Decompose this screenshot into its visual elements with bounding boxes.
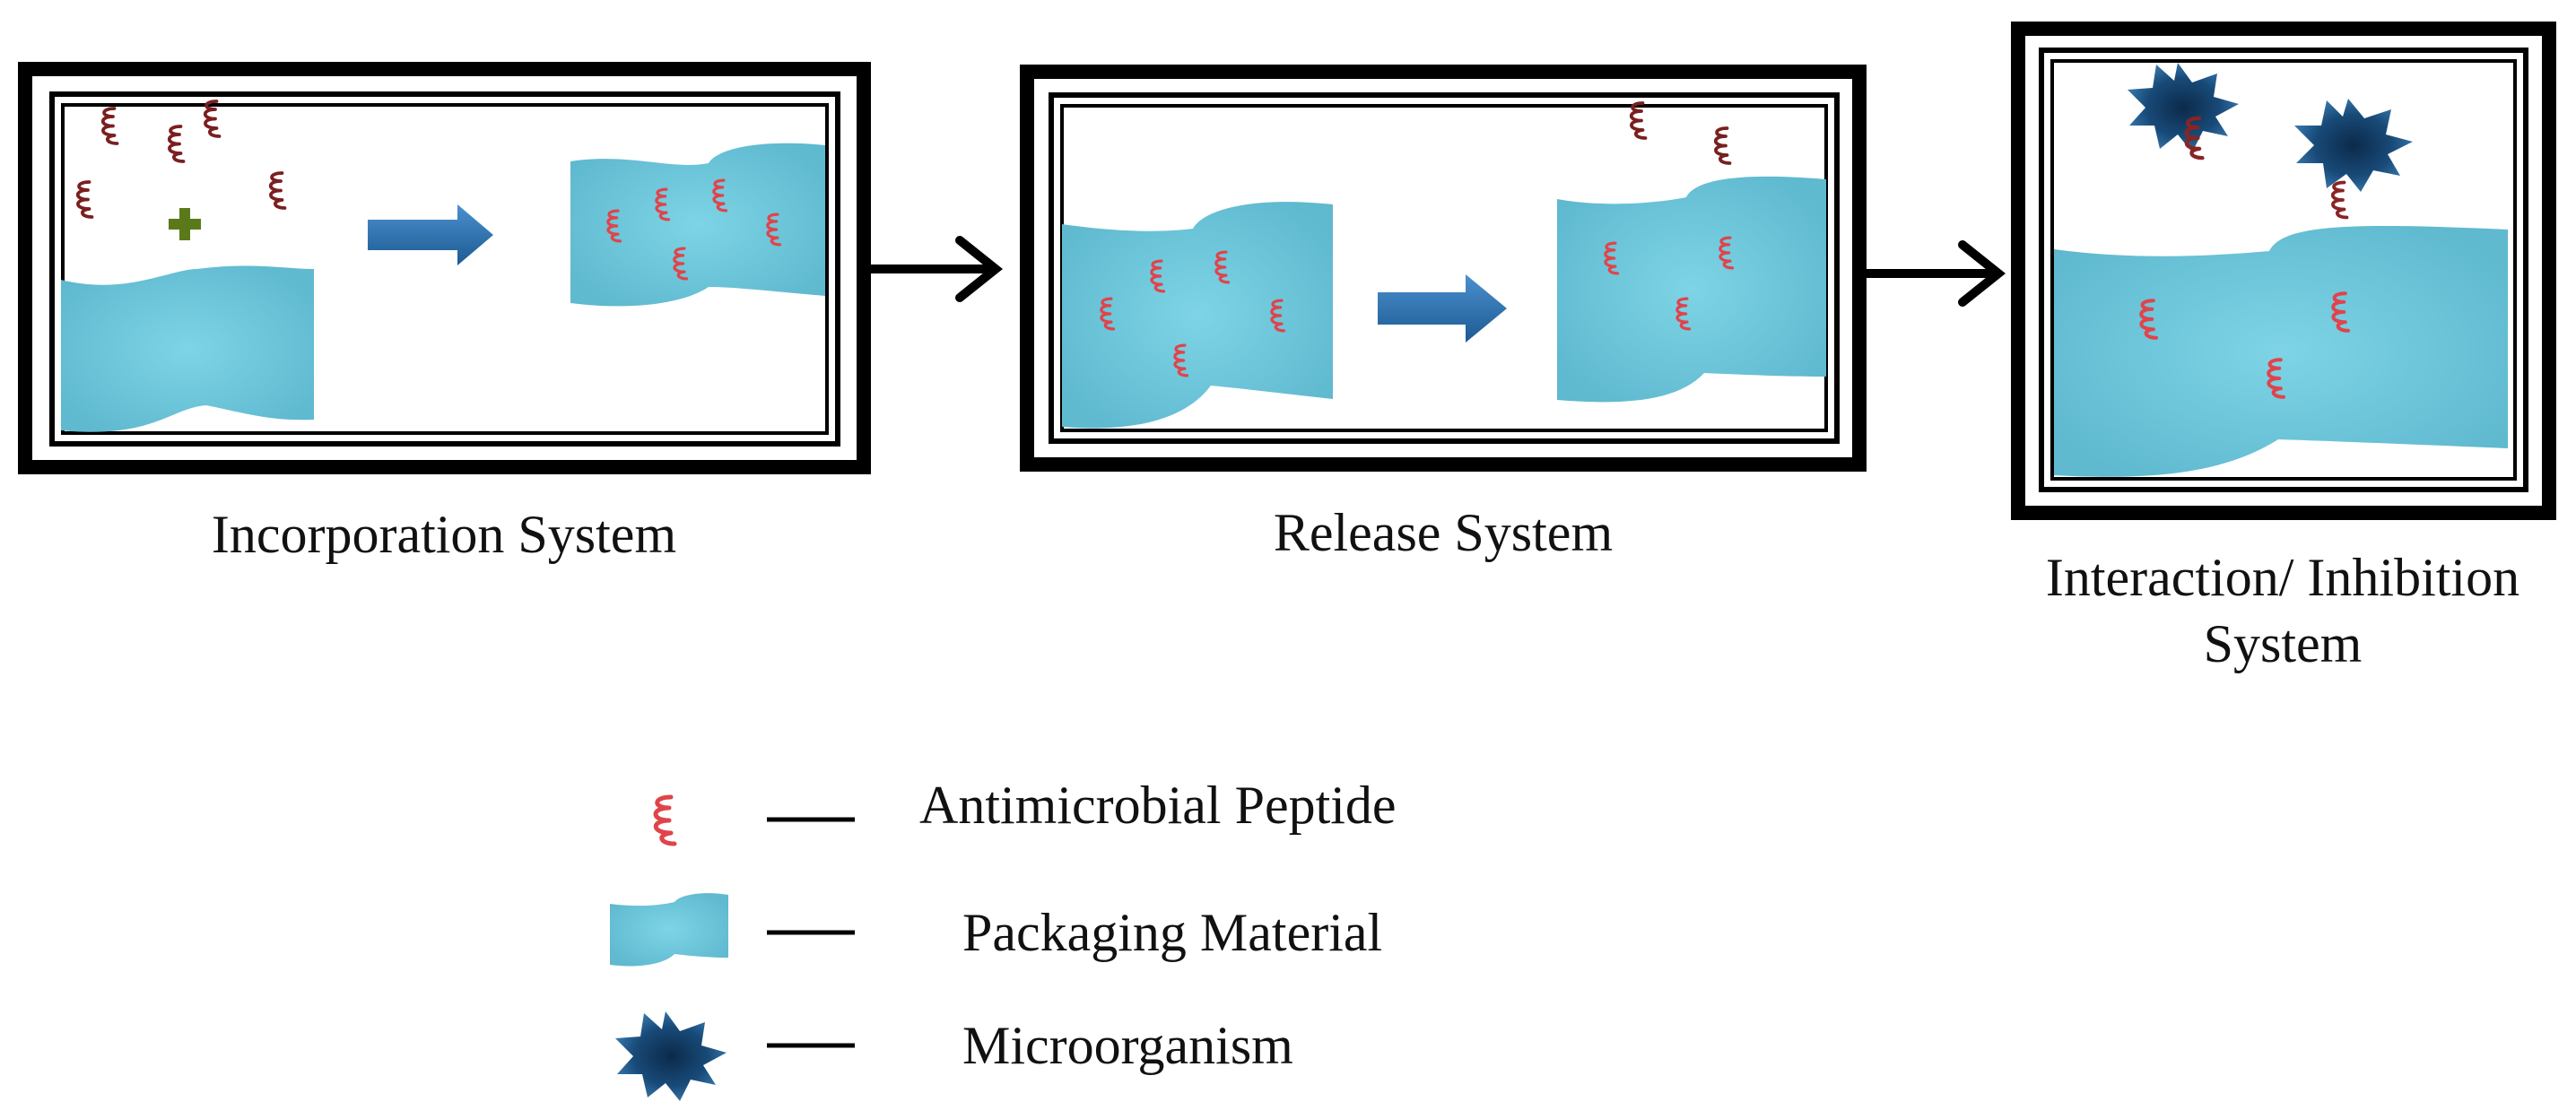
legend-microorganism-icon (615, 1011, 727, 1101)
legend-label-microorganism: Microorganism (962, 1016, 1293, 1075)
label-release-system: Release System (1273, 503, 1614, 562)
label-interaction-inhibition-system-line2: System (2203, 614, 2363, 673)
packaging-material (61, 265, 314, 432)
label-incorporation-system: Incorporation System (211, 505, 677, 564)
legend-label-peptide: Antimicrobial Peptide (919, 776, 1397, 835)
legend-material-icon (610, 893, 728, 967)
packaging-material (2054, 225, 2508, 477)
legend (610, 797, 855, 1101)
panel-incorporation (18, 62, 871, 474)
microorganism (2128, 63, 2239, 152)
panel-release (1020, 65, 1867, 472)
packaging-material (1062, 202, 1333, 429)
process-arrow (368, 204, 493, 265)
connector-arrow-1 (859, 236, 1004, 302)
legend-peptide-icon (656, 797, 674, 844)
microorganism (2294, 99, 2413, 192)
plus-icon (169, 208, 201, 240)
label-interaction-inhibition-system-line1: Interaction/ Inhibition (2045, 548, 2520, 607)
legend-label-material: Packaging Material (962, 903, 1383, 962)
process-arrow (1378, 274, 1507, 343)
packaging-material-with-peptides (570, 143, 825, 307)
panel-interaction (2011, 22, 2556, 520)
packaging-material-after-release (1557, 176, 1826, 403)
connector-arrow-2 (1855, 240, 2006, 307)
